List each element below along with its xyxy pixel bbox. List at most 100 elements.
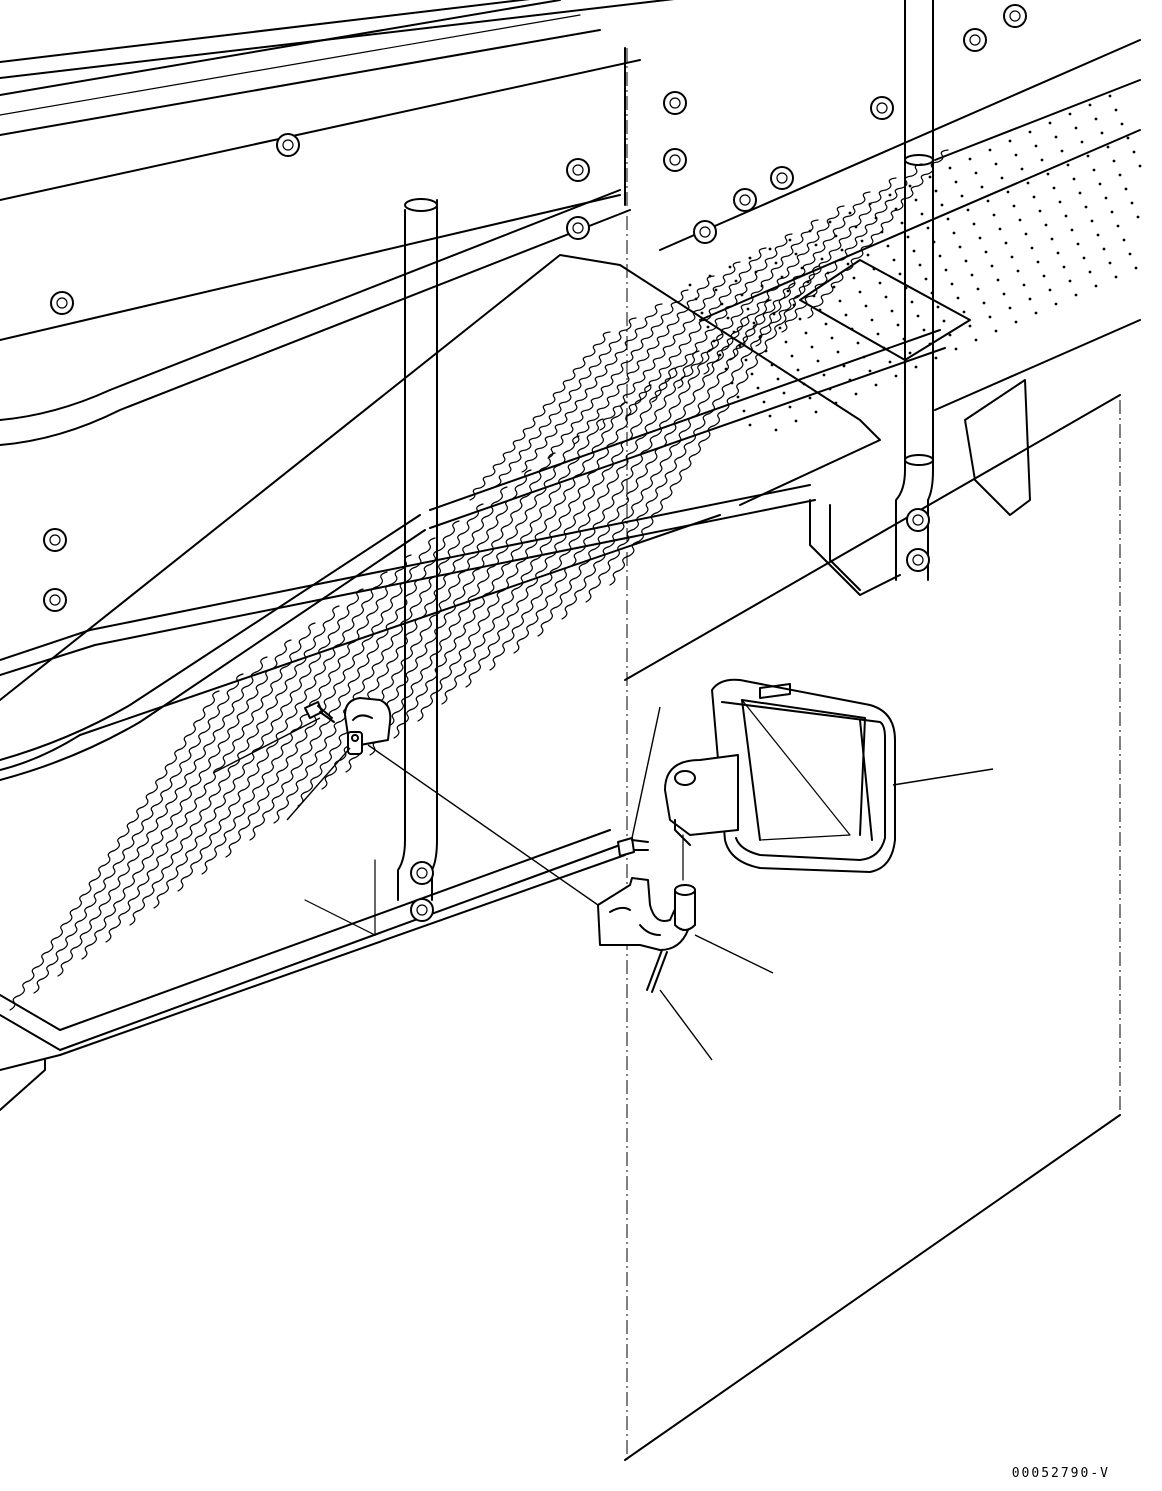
rivet-icon [938, 254, 942, 258]
rivet-icon [998, 227, 1002, 231]
rivet-icon [1074, 293, 1078, 297]
rivet-icon [846, 262, 850, 266]
grating-row [807, 149, 949, 319]
bolt-icon [906, 548, 930, 572]
rivet-icon [1064, 214, 1068, 218]
rivet-icon [712, 339, 716, 343]
grating-row [755, 177, 897, 347]
grating-row [537, 316, 748, 637]
grating-row [105, 622, 316, 943]
rivet-icon [958, 245, 962, 249]
rivet-icon [1090, 219, 1094, 223]
rivet-icon [1034, 144, 1038, 148]
rivet-icon [1066, 163, 1070, 167]
rivet-icon [876, 332, 880, 336]
grating-row [177, 571, 388, 892]
grating-row [651, 233, 793, 403]
rivet-icon [1074, 126, 1078, 130]
rivet-icon [908, 184, 912, 188]
grating-row [297, 486, 508, 807]
rivet-icon [926, 226, 930, 230]
rivet-icon [1124, 187, 1128, 191]
grating-row [513, 333, 724, 654]
rivet-icon [1112, 159, 1116, 163]
rivet-icon [1008, 139, 1012, 143]
leader-cotter-pin [659, 989, 713, 1061]
rivet-icon [1014, 320, 1018, 324]
rivet-icon [1044, 223, 1048, 227]
rivet-icon [768, 247, 772, 251]
frame-bolts [43, 4, 1027, 922]
grating-row [781, 163, 923, 333]
bolt-icon [870, 96, 894, 120]
rivet-icon [952, 231, 956, 235]
rivet-icon [718, 353, 722, 357]
rivet-icon [940, 203, 944, 207]
rivet-icon [970, 273, 974, 277]
rivet-icon [1098, 182, 1102, 186]
grating-row [625, 247, 767, 417]
rivet-icon [818, 308, 822, 312]
rivet-icon [1084, 205, 1088, 209]
rivet-icon [964, 259, 968, 263]
rivet-icon [968, 324, 972, 328]
rivet-icon [910, 300, 914, 304]
rivet-icon [762, 400, 766, 404]
rivet-icon [766, 298, 770, 302]
rivet-icon [826, 271, 830, 275]
rivet-icon [980, 185, 984, 189]
rivet-icon [792, 303, 796, 307]
grating-row [489, 350, 700, 671]
rivet-icon [778, 326, 782, 330]
rivet-icon [770, 363, 774, 367]
rivet-icon [862, 355, 866, 359]
rivet-icon [1028, 297, 1032, 301]
rivet-icon [842, 364, 846, 368]
grating-row [599, 261, 741, 431]
rivet-icon [1024, 232, 1028, 236]
rivet-icon [870, 318, 874, 322]
rivet-icon [978, 236, 982, 240]
rivet-icon [732, 330, 736, 334]
rivet-icon [1010, 255, 1014, 259]
grating-row [33, 673, 244, 994]
rivet-icon [1134, 266, 1138, 270]
rivet-icon [726, 316, 730, 320]
rivet-icon [814, 243, 818, 247]
rivet-icon [932, 240, 936, 244]
rivet-icon [936, 305, 940, 309]
rivet-icon [720, 302, 724, 306]
rivet-icon [1102, 247, 1106, 251]
rivet-icon [894, 207, 898, 211]
rivet-icon [1118, 173, 1122, 177]
rivet-icon [1014, 153, 1018, 157]
rivet-icon [934, 189, 938, 193]
rivet-icon [988, 315, 992, 319]
mirror-bolt [617, 837, 649, 857]
rivet-icon [1028, 130, 1032, 134]
rivet-icon [748, 423, 752, 427]
rivet-icon [730, 381, 734, 385]
rivet-icon [794, 252, 798, 256]
rivet-icon [988, 148, 992, 152]
grating-row [249, 520, 460, 841]
rivet-icon [776, 377, 780, 381]
rivet-icon [984, 250, 988, 254]
grating-row [369, 435, 580, 756]
grating-row [81, 639, 292, 960]
rivet-icon [856, 341, 860, 345]
rivet-icon [954, 180, 958, 184]
rivet-icon [894, 374, 898, 378]
rivet-icon [1046, 172, 1050, 176]
rivet-icon [800, 266, 804, 270]
rivet-icon [764, 349, 768, 353]
rivet-icon [886, 244, 890, 248]
grating-row [469, 331, 611, 501]
rivet-icon [808, 396, 812, 400]
rivet-icon [1020, 167, 1024, 171]
rivet-icon [1114, 275, 1118, 279]
leader-mirror-bracket [694, 934, 774, 974]
rivet-icon [874, 383, 878, 387]
rivet-icon [786, 289, 790, 293]
rivet-icon [806, 280, 810, 284]
